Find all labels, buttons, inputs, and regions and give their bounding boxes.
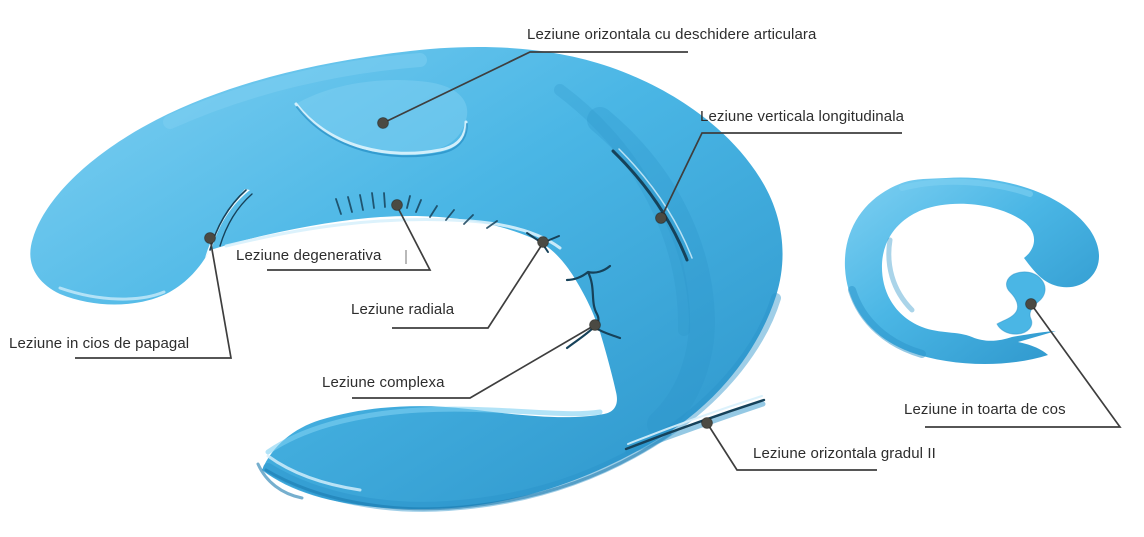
label-degenerativa: Leziune degenerativa (236, 247, 382, 264)
label-toarta-de-cos: Leziune in toarta de cos (904, 401, 1066, 418)
large-meniscus-tail-tip-shade (256, 462, 304, 500)
lesion-gradeII-shadow (625, 401, 766, 455)
small-meniscus-handle-fragment (996, 271, 1046, 335)
leader-line (392, 242, 544, 329)
lesion-dot (391, 199, 403, 211)
lesion-gradeII-crack (624, 398, 766, 451)
annotation-orizontala-articulara (377, 51, 688, 129)
label-complexa: Leziune complexa (322, 374, 445, 391)
annotation-cios-de-papagal (75, 232, 233, 359)
leader-line (75, 237, 233, 359)
lesion-degenerative-hatches (335, 192, 498, 229)
small-meniscus-bottom-rim-shade (848, 286, 926, 358)
annotation-orizontala-gradul-2 (701, 417, 877, 471)
leader-line (706, 422, 877, 471)
label-orizontala-gradul-2: Leziune orizontala gradul II (753, 445, 936, 462)
lesion-dot (377, 117, 389, 129)
large-meniscus-body (30, 46, 783, 510)
small-meniscus-hole-shade (886, 237, 915, 313)
annotation-degenerativa (267, 199, 432, 271)
small-meniscus (844, 177, 1099, 365)
large-meniscus-bottom-rim-shade (263, 293, 781, 512)
leader-line (267, 205, 432, 271)
lesion-dot (537, 236, 549, 248)
lesion-gradeII-highlight (627, 395, 763, 445)
lesion-dot (204, 232, 216, 244)
lesion-vertical-crack (611, 149, 689, 262)
large-meniscus (30, 46, 783, 512)
small-meniscus-body (844, 177, 1099, 365)
label-verticala-longitudinala: Leziune verticala longitudinala (700, 108, 905, 125)
leader-line (660, 132, 902, 219)
large-meniscus-bottom-edge-dark (264, 432, 672, 511)
label-orizontala-articulara: Leziune orizontala cu deschidere articul… (527, 26, 817, 43)
leader-line (352, 324, 596, 399)
lesion-parrot-beak-gap (205, 189, 250, 258)
annotation-complexa (352, 319, 601, 399)
small-meniscus-top-highlight (899, 178, 1033, 197)
lesion-dot (701, 417, 713, 429)
lesion-complex-crack (565, 264, 622, 350)
large-meniscus-arm-top-highlight (265, 406, 603, 455)
lesion-dot (1025, 298, 1037, 310)
lesion-dot (589, 319, 601, 331)
annotation-verticala-longitudinala (655, 132, 902, 224)
large-meniscus-inner-edge-highlight (224, 218, 562, 250)
lesion-vertical-crack-highlight (618, 148, 693, 259)
lesion-horizontal-flap-fill (296, 80, 468, 153)
lesion-parrot-beak-inner-edge (219, 193, 253, 247)
large-meniscus-right-lobe-shade (587, 107, 716, 437)
large-meniscus-tail-highlight (266, 454, 362, 492)
lesion-horizontal-flap-edge-light (294, 102, 468, 155)
leader-line (925, 303, 1122, 428)
large-meniscus-left-lobe-highlight (58, 286, 166, 301)
annotation-radiala (392, 236, 549, 329)
leader-line (382, 51, 688, 124)
label-radiala: Leziune radiala (351, 301, 455, 318)
large-meniscus-top-highlight (163, 53, 427, 129)
cursor-artifact (405, 250, 407, 264)
lesion-horizontal-flap-edge-shadow (296, 106, 468, 158)
annotation-toarta-de-cos (925, 298, 1122, 428)
lesion-dot (655, 212, 667, 224)
label-cios-de-papagal: Leziune in cios de papagal (9, 335, 190, 352)
